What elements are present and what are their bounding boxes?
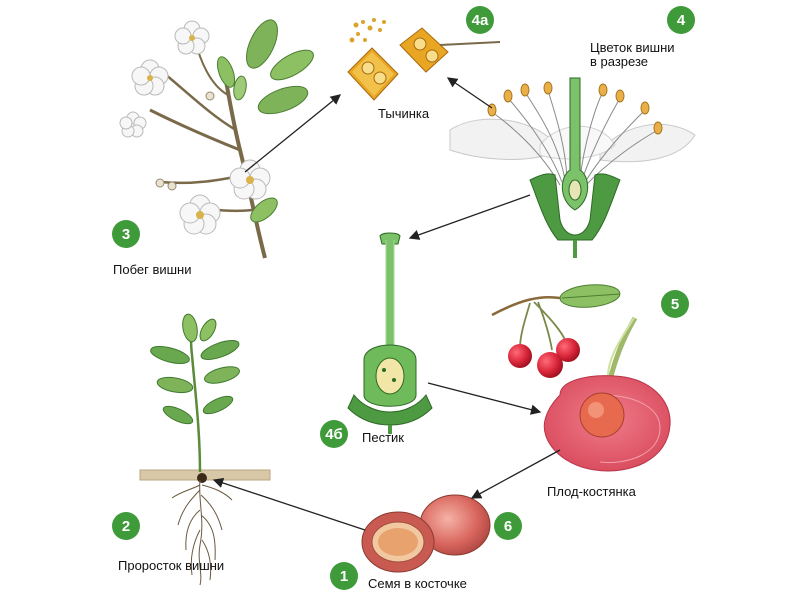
stage-badge-4a: 4а	[466, 6, 494, 34]
stamen-illustration	[347, 18, 501, 101]
stage-badge-4b: 4б	[320, 420, 348, 448]
label-shoot: Побег вишни	[113, 262, 192, 277]
arrow-flower-to-stamen	[446, 77, 493, 109]
label-stamen: Тычинка	[378, 106, 430, 121]
cherry-shoot-illustration	[119, 19, 314, 259]
flower-section-illustration	[449, 77, 696, 258]
arrow-shoot-to-stamen	[244, 94, 342, 173]
cycle-arrows	[212, 77, 561, 531]
label-pistil: Пестик	[362, 430, 404, 445]
pistil-illustration	[347, 232, 433, 434]
label-drupe: Плод-костянка	[547, 484, 636, 499]
stage-badge-2: 2	[112, 512, 140, 540]
stage-badge-1: 1	[330, 562, 358, 590]
cherries-illustration	[491, 284, 621, 378]
stage-badge-5: 5	[661, 290, 689, 318]
stage-badge-3: 3	[112, 220, 140, 248]
arrow-pistil-to-drupe	[427, 382, 542, 415]
drupe-section-illustration	[543, 316, 671, 472]
arrow-pit-to-seedling	[212, 477, 366, 531]
label-seed-in-pit: Семя в косточке	[368, 576, 467, 591]
label-flower-section-line1: Цветок вишни	[590, 40, 675, 55]
arrow-flower-to-pistil	[408, 194, 531, 240]
seedling-illustration	[139, 313, 271, 586]
label-flower-section-line2: в разрезе	[590, 54, 649, 69]
seed-in-pit-illustration	[361, 494, 491, 573]
stage-badge-4: 4	[667, 6, 695, 34]
stage-badge-6: 6	[494, 512, 522, 540]
label-seedling: Проросток вишни	[118, 558, 225, 573]
arrow-drupe-to-pit	[470, 449, 561, 499]
